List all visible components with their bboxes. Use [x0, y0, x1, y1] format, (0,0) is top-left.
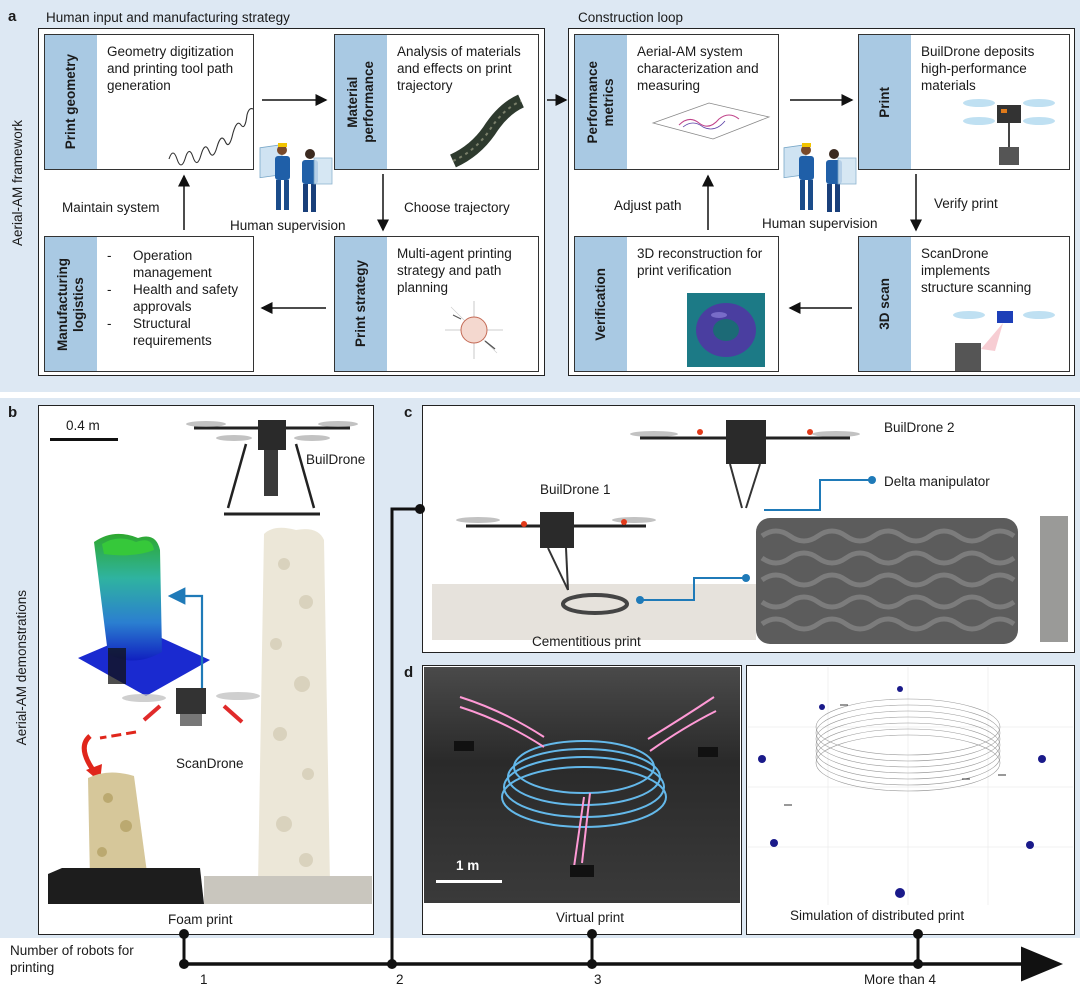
light-trails — [454, 696, 718, 877]
print-text: BuilDrone deposits high-performance mate… — [921, 44, 1035, 93]
print-strategy-box: Print strategy Multi-agent printing stra… — [334, 236, 539, 372]
logistics-item: Structural requirements — [107, 315, 247, 349]
printed-trajectory-image — [449, 94, 525, 168]
panel-a-letter: a — [8, 8, 17, 25]
performance-metrics-tab: Performance metrics — [575, 35, 627, 169]
scandrone-image — [122, 688, 260, 726]
human-supervision-icon-right — [783, 143, 857, 212]
cementitious-print-caption: Cementitious print — [532, 634, 641, 649]
measurement-plot-image — [651, 102, 771, 140]
human-supervision-right-label: Human supervision — [762, 216, 878, 231]
print-geometry-tab: Print geometry — [45, 35, 97, 169]
print-strategy-tab: Print strategy — [335, 237, 387, 371]
buildrone-label: BuilDrone — [306, 452, 366, 467]
virtual-scale-bar — [436, 880, 502, 883]
timeline-tick-label: 2 — [396, 972, 404, 987]
logistics-item: Operation management — [107, 247, 247, 281]
adjust-path-label: Adjust path — [614, 198, 682, 213]
choose-trajectory-label: Choose trajectory — [404, 200, 510, 215]
human-supervision-icon — [259, 143, 333, 212]
timeline-axis-label: Number of robots for printing — [10, 943, 134, 975]
simulation-caption: Simulation of distributed print — [790, 908, 965, 923]
panel-b-letter: b — [8, 404, 18, 421]
manufacturing-logistics-box: Manufacturing logistics Operation manage… — [44, 236, 254, 372]
foam-print-column — [258, 527, 330, 890]
reconstruction-image — [687, 293, 765, 367]
cementitious-print-closeup — [756, 518, 1018, 644]
panel-a-right-title: Construction loop — [578, 10, 684, 25]
ruler — [1040, 516, 1068, 642]
print-box: Print BuilDrone deposits high-performanc… — [858, 34, 1070, 170]
timeline-tick-label: 3 — [594, 972, 602, 987]
buildrone-2-image — [630, 420, 860, 509]
verify-print-label: Verify print — [934, 196, 998, 211]
scan-box: 3D scan ScanDrone implements structure s… — [858, 236, 1070, 372]
cementitious-ring-small — [561, 593, 629, 615]
simulation-frame — [746, 665, 1075, 935]
buildrone-small-icon — [963, 99, 1055, 165]
material-performance-text: Analysis of materials and effects on pri… — [397, 44, 521, 93]
arrows-left-frame — [178, 94, 922, 314]
material-performance-tab: Material performance — [335, 35, 387, 169]
verification-text: 3D reconstruction for print verification — [637, 246, 763, 278]
timeline-tick-label: 1 — [200, 972, 208, 987]
logistics-list: Operation management Health and safety a… — [107, 247, 247, 349]
foam-small-print — [48, 772, 204, 904]
performance-metrics-box: Performance metrics Aerial-AM system cha… — [574, 34, 779, 170]
print-geometry-box: Print geometry Geometry digitization and… — [44, 34, 254, 170]
scandrone-small-icon — [953, 311, 1055, 371]
simulation-plot — [748, 667, 1073, 905]
virtual-print-photo — [424, 667, 740, 903]
performance-metrics-text: Aerial-AM system characterization and me… — [637, 44, 759, 93]
buildrone-1-image — [456, 512, 656, 591]
buildrone-2-label: BuilDrone 2 — [884, 420, 955, 435]
scan-reconstruction-image — [78, 533, 210, 696]
buildrone-1-label: BuilDrone 1 — [540, 482, 611, 497]
foam-print-caption: Foam print — [168, 912, 233, 927]
foam-print-base — [204, 876, 372, 904]
path-planning-diagram — [445, 301, 503, 359]
panel-b-scale-label: 0.4 m — [66, 418, 100, 433]
scan-tab: 3D scan — [859, 237, 911, 371]
verification-box: Verification 3D reconstruction for print… — [574, 236, 779, 372]
buildrone-image — [186, 420, 358, 516]
panel-d-letter: d — [404, 664, 414, 681]
manufacturing-logistics-tab: Manufacturing logistics — [45, 237, 97, 371]
scan-text: ScanDrone implements structure scanning — [921, 246, 1032, 295]
maintain-system-label: Maintain system — [62, 200, 160, 215]
verification-tab: Verification — [575, 237, 627, 371]
panel-a-left-title: Human input and manufacturing strategy — [46, 10, 290, 25]
material-performance-box: Material performance Analysis of materia… — [334, 34, 539, 170]
logistics-item: Health and safety approvals — [107, 281, 247, 315]
human-supervision-left-label: Human supervision — [230, 218, 346, 233]
delta-manipulator-label: Delta manipulator — [884, 474, 990, 489]
toolpath-icon — [168, 108, 254, 166]
panel-b-scale-bar — [50, 438, 118, 441]
virtual-scale-label: 1 m — [456, 858, 480, 873]
virtual-print-caption: Virtual print — [556, 910, 625, 925]
panel-c-letter: c — [404, 404, 413, 421]
print-tab: Print — [859, 35, 911, 169]
timeline-tick-label: More than 4 — [864, 972, 937, 987]
print-geometry-text: Geometry digitization and printing tool … — [107, 44, 234, 93]
scandrone-label: ScanDrone — [176, 756, 244, 771]
print-strategy-text: Multi-agent printing strategy and path p… — [397, 246, 512, 295]
